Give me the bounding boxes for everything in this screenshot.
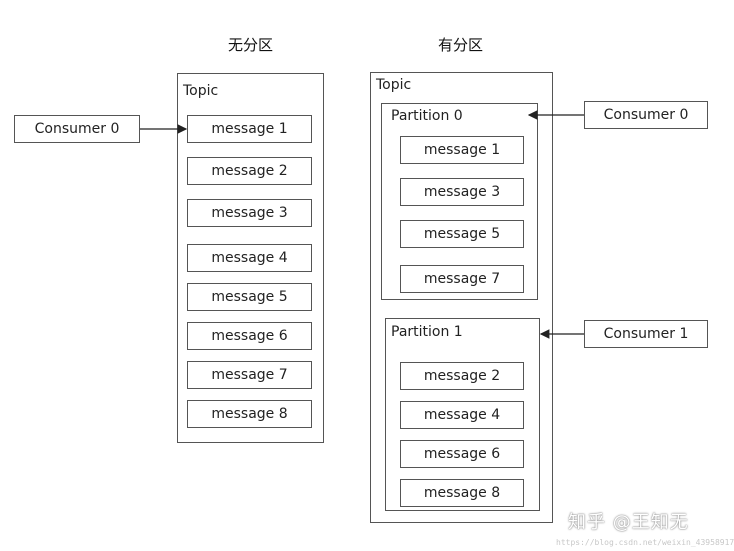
partition-1-message-2: message 2 <box>400 362 524 390</box>
left-topic-label: Topic <box>183 83 219 99</box>
watermark-text: 知乎 @王知无 <box>568 512 689 533</box>
right-consumer-1-box: Consumer 1 <box>584 320 708 348</box>
watermark-url: https://blog.csdn.net/weixin_43958917 <box>556 538 734 547</box>
partition-1-message-6: message 6 <box>400 440 524 468</box>
heading-with-partition: 有分区 <box>438 36 484 54</box>
left-message-4: message 4 <box>187 244 312 272</box>
partition-0-message-3: message 3 <box>400 178 524 206</box>
partition-0-label: Partition 0 <box>391 108 463 124</box>
left-message-2: message 2 <box>187 157 312 185</box>
partition-1-message-4: message 4 <box>400 401 524 429</box>
left-message-5: message 5 <box>187 283 312 311</box>
left-message-6: message 6 <box>187 322 312 350</box>
left-message-7: message 7 <box>187 361 312 389</box>
right-consumer-0-box: Consumer 0 <box>584 101 708 129</box>
left-message-8: message 8 <box>187 400 312 428</box>
right-topic-label: Topic <box>376 77 412 93</box>
partition-0-message-7: message 7 <box>400 265 524 293</box>
left-message-3: message 3 <box>187 199 312 227</box>
left-consumer-0-box: Consumer 0 <box>14 115 140 143</box>
partition-0-message-1: message 1 <box>400 136 524 164</box>
partition-1-label: Partition 1 <box>391 324 463 340</box>
heading-no-partition: 无分区 <box>228 36 274 54</box>
left-message-1: message 1 <box>187 115 312 143</box>
partition-1-message-8: message 8 <box>400 479 524 507</box>
partition-0-message-5: message 5 <box>400 220 524 248</box>
